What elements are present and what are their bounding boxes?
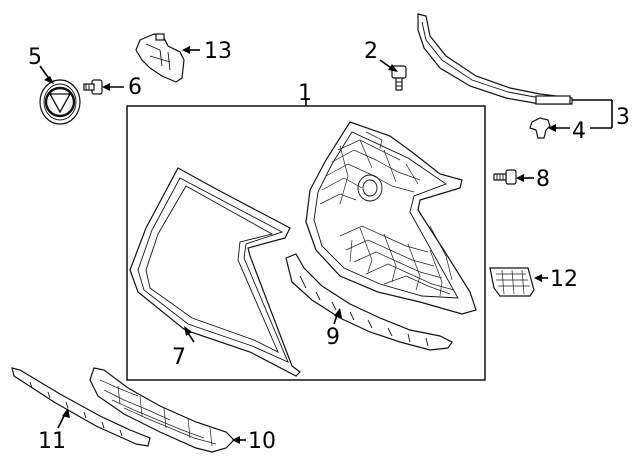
callout-3: 3 <box>616 105 630 130</box>
emblem-part <box>39 79 81 125</box>
bracket-part <box>135 33 185 83</box>
leader-lines <box>39 46 613 444</box>
callout-2: 2 <box>364 39 378 64</box>
callout-13: 13 <box>204 39 232 64</box>
screw-right-part <box>493 169 517 185</box>
callout-12: 12 <box>550 267 578 292</box>
lower-molding-part <box>11 367 151 447</box>
upper-molding-part <box>417 13 573 105</box>
callout-1: 1 <box>298 81 312 106</box>
main-grille-part <box>305 121 477 315</box>
callout-7: 7 <box>172 345 186 370</box>
callout-6: 6 <box>128 75 142 100</box>
clip-part <box>529 117 551 139</box>
lower-garnish-strip-part <box>285 253 453 351</box>
bolt-part <box>391 65 407 91</box>
lower-grille-insert-part <box>89 367 235 453</box>
callout-8: 8 <box>536 167 550 192</box>
grille-frame-part <box>129 167 301 377</box>
callout-11: 11 <box>38 429 66 454</box>
side-bracket-part <box>489 267 535 297</box>
callout-9: 9 <box>326 325 340 350</box>
callout-4: 4 <box>572 119 586 144</box>
callout-5: 5 <box>28 45 42 70</box>
callout-10: 10 <box>248 429 276 454</box>
screw-part <box>83 79 103 95</box>
